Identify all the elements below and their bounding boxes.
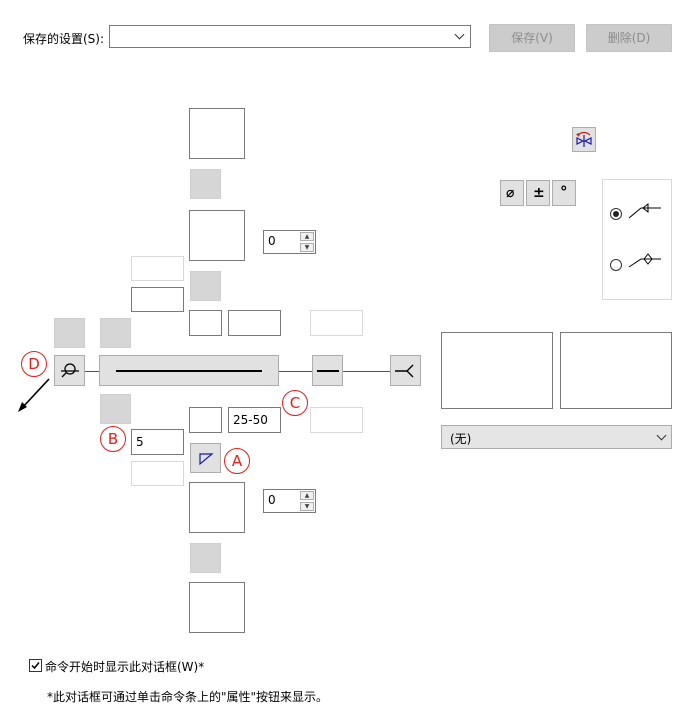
- left-gray-button-1[interactable]: [54, 318, 85, 348]
- arrow-side-group: [602, 179, 672, 300]
- show-dialog-label[interactable]: 命令开始时显示此对话框(W)*: [45, 660, 205, 674]
- upper-spin-input[interactable]: 0 ▲ ▼: [263, 230, 316, 254]
- degree-button[interactable]: °: [552, 180, 576, 206]
- plus-minus-button[interactable]: ±: [526, 180, 550, 206]
- bottom-symbol-box[interactable]: [189, 582, 245, 633]
- spin-up-icon[interactable]: ▲: [300, 232, 314, 241]
- fillet-weld-button[interactable]: [190, 443, 221, 473]
- dash-line-button[interactable]: [312, 355, 343, 386]
- lower-small-field[interactable]: [189, 407, 222, 433]
- diameter-button[interactable]: ⌀: [500, 180, 524, 206]
- preview-box-left: [441, 332, 553, 409]
- pitch-value: 25-50: [233, 413, 268, 427]
- callout-a: A: [224, 448, 250, 474]
- show-dialog-checkbox[interactable]: [29, 659, 42, 672]
- left-gray-button-2[interactable]: [100, 318, 131, 348]
- bottom-gray-button[interactable]: [190, 543, 221, 573]
- reference-line-mark: [116, 370, 262, 372]
- style-dropdown-value: (无): [450, 432, 472, 446]
- b-value: 5: [136, 435, 144, 449]
- top-symbol-box[interactable]: [189, 108, 245, 159]
- arrow-side-icon-1: [628, 203, 661, 219]
- lower-spin-input[interactable]: 0 ▲ ▼: [263, 489, 316, 513]
- lower-right-field[interactable]: [310, 407, 363, 433]
- arrow-side-icon-2: [628, 253, 661, 268]
- tail-icon: [395, 364, 414, 378]
- lower-spin-value: 0: [268, 493, 276, 507]
- chevron-down-icon: [656, 430, 667, 441]
- b-lower-field[interactable]: [131, 461, 184, 486]
- footer-note: *此对话框可通过单击命令条上的"属性"按钮来显示。: [47, 690, 329, 704]
- callout-d: D: [21, 351, 47, 377]
- mid-gray-button[interactable]: [190, 271, 221, 301]
- left-upper-field-1[interactable]: [131, 256, 184, 281]
- flip-button[interactable]: [572, 127, 596, 152]
- spin-down-icon[interactable]: ▼: [300, 502, 314, 511]
- callout-c: C: [282, 390, 308, 416]
- lower-left-gray-button[interactable]: [100, 394, 131, 424]
- pitch-field[interactable]: 25-50: [228, 407, 281, 433]
- reference-line-button[interactable]: [99, 355, 279, 386]
- checkmark-icon: [31, 662, 40, 670]
- style-dropdown[interactable]: (无): [441, 425, 672, 449]
- degree-icon: °: [560, 183, 568, 201]
- fillet-weld-icon: [199, 453, 214, 466]
- dash-mark: [317, 370, 339, 372]
- delete-button[interactable]: 删除(D): [586, 24, 672, 52]
- left-upper-field-2[interactable]: [131, 287, 184, 312]
- arrow-side-radio-1[interactable]: [610, 208, 622, 220]
- upper-wide-field[interactable]: [228, 310, 281, 336]
- lower-symbol-box[interactable]: [189, 482, 245, 533]
- arrow-side-radio-2[interactable]: [610, 259, 622, 271]
- upper-spin-value: 0: [268, 234, 276, 248]
- tail-button[interactable]: [390, 355, 421, 386]
- upper-right-field[interactable]: [310, 310, 363, 336]
- field-weld-icon: [61, 363, 79, 378]
- flip-icon: [576, 131, 592, 147]
- upper-small-field[interactable]: [189, 310, 222, 336]
- spin-down-icon[interactable]: ▼: [300, 243, 314, 252]
- top-gray-button[interactable]: [190, 169, 221, 199]
- b-field[interactable]: 5: [131, 429, 184, 455]
- saved-settings-combobox[interactable]: [109, 25, 471, 48]
- saved-settings-label: 保存的设置(S):: [23, 32, 105, 46]
- spin-up-icon[interactable]: ▲: [300, 491, 314, 500]
- preview-box-right: [560, 332, 672, 409]
- callout-b: B: [100, 426, 126, 452]
- save-button[interactable]: 保存(V): [489, 24, 575, 52]
- chevron-down-icon: [454, 29, 465, 40]
- upper-symbol-box[interactable]: [189, 210, 245, 261]
- field-weld-button[interactable]: [54, 355, 85, 386]
- leader-arrow-icon: [18, 378, 50, 412]
- plus-minus-icon: ±: [533, 185, 545, 201]
- diameter-icon: ⌀: [506, 185, 515, 201]
